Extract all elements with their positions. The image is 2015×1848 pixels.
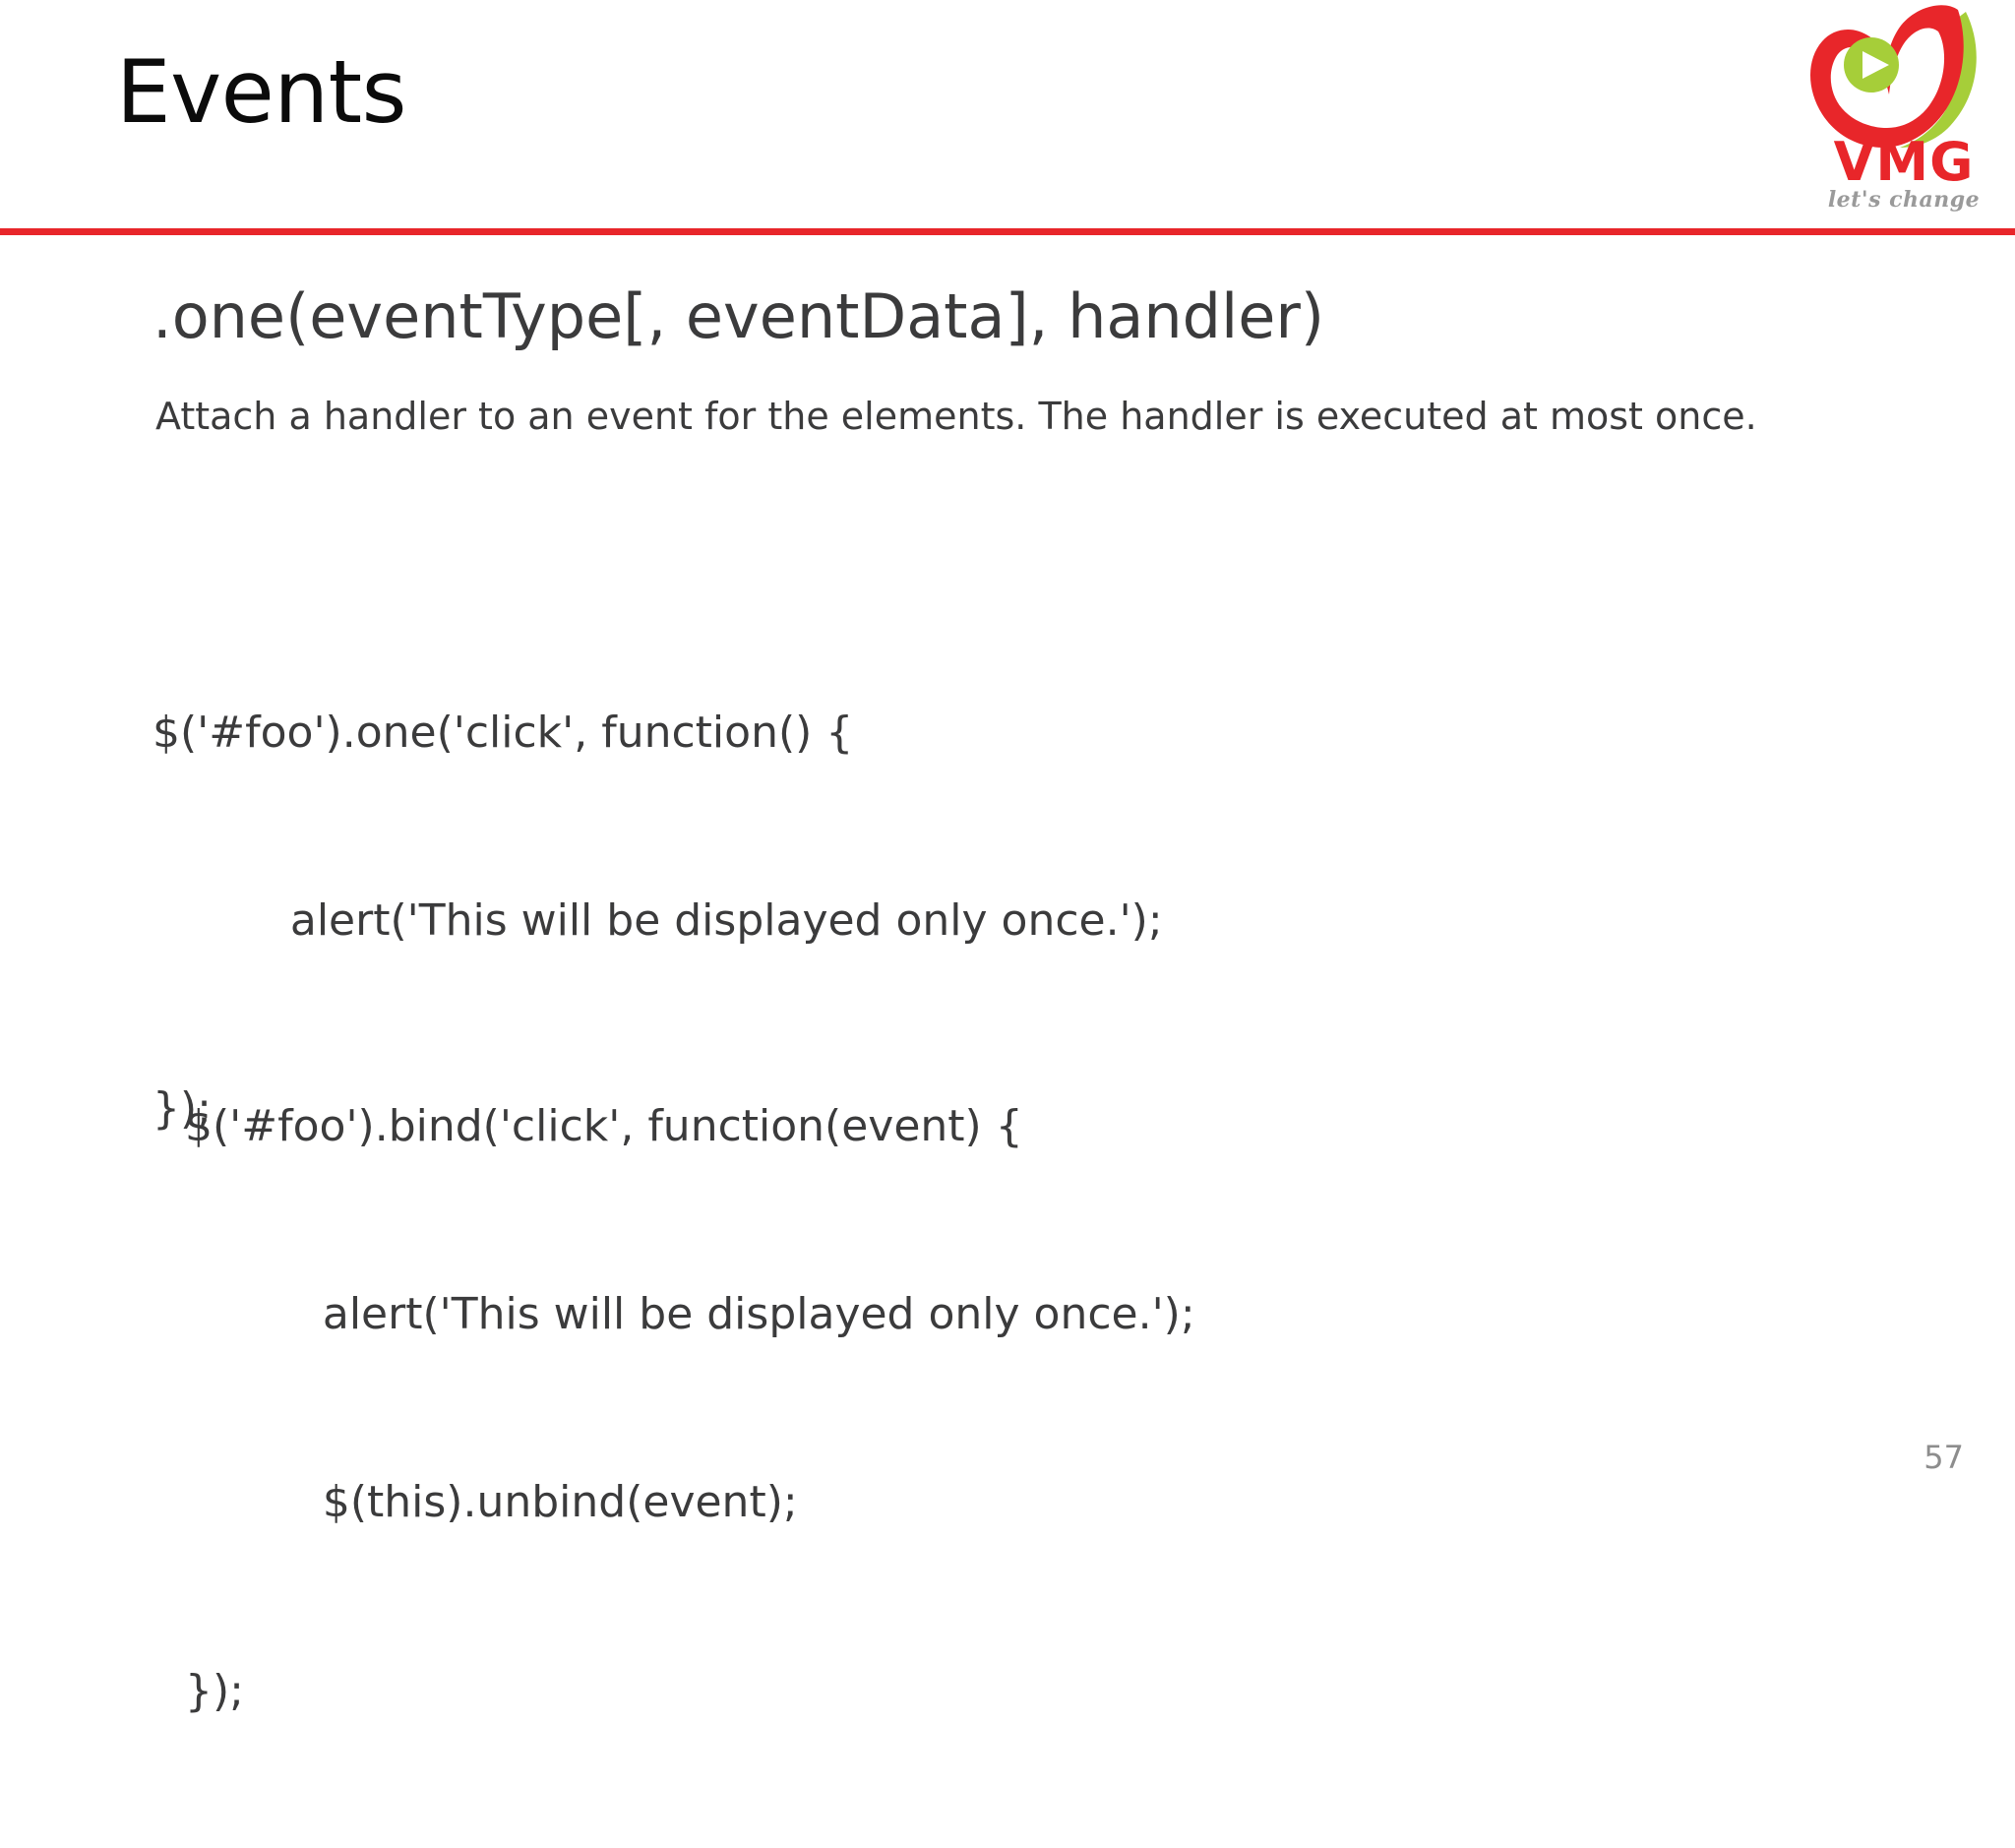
code-line: }); bbox=[153, 1083, 212, 1135]
code-block-one: $('#foo').one('click', function() { aler… bbox=[153, 576, 1163, 1266]
header-divider bbox=[0, 228, 2015, 235]
code-line: $(this).unbind(event); bbox=[185, 1477, 798, 1528]
page-number: 57 bbox=[1923, 1439, 1964, 1476]
code-line: $('#foo').bind('click', function(event) … bbox=[185, 1100, 1023, 1151]
code-block-two: $('#foo').bind('click', function(event) … bbox=[185, 969, 1195, 1848]
code-line: alert('This will be displayed only once.… bbox=[185, 1288, 1195, 1339]
vmg-tagline: let's change bbox=[1827, 187, 1981, 213]
page-title: Events bbox=[116, 41, 406, 143]
vmg-logo: VMG let's change bbox=[1801, 4, 2007, 222]
slide: Events VMG let's change .one(eventType[,… bbox=[0, 4, 2015, 1716]
code-line: alert('This will be displayed only once.… bbox=[153, 894, 1163, 946]
vmg-wordmark: VMG bbox=[1833, 131, 1975, 193]
api-description: Attach a handler to an event for the ele… bbox=[155, 395, 1757, 438]
code-line: }); bbox=[185, 1665, 244, 1716]
vmg-logo-mark bbox=[1810, 5, 1977, 149]
code-line: $('#foo').one('click', function() { bbox=[153, 707, 854, 758]
api-signature: .one(eventType[, eventData], handler) bbox=[153, 280, 1325, 352]
